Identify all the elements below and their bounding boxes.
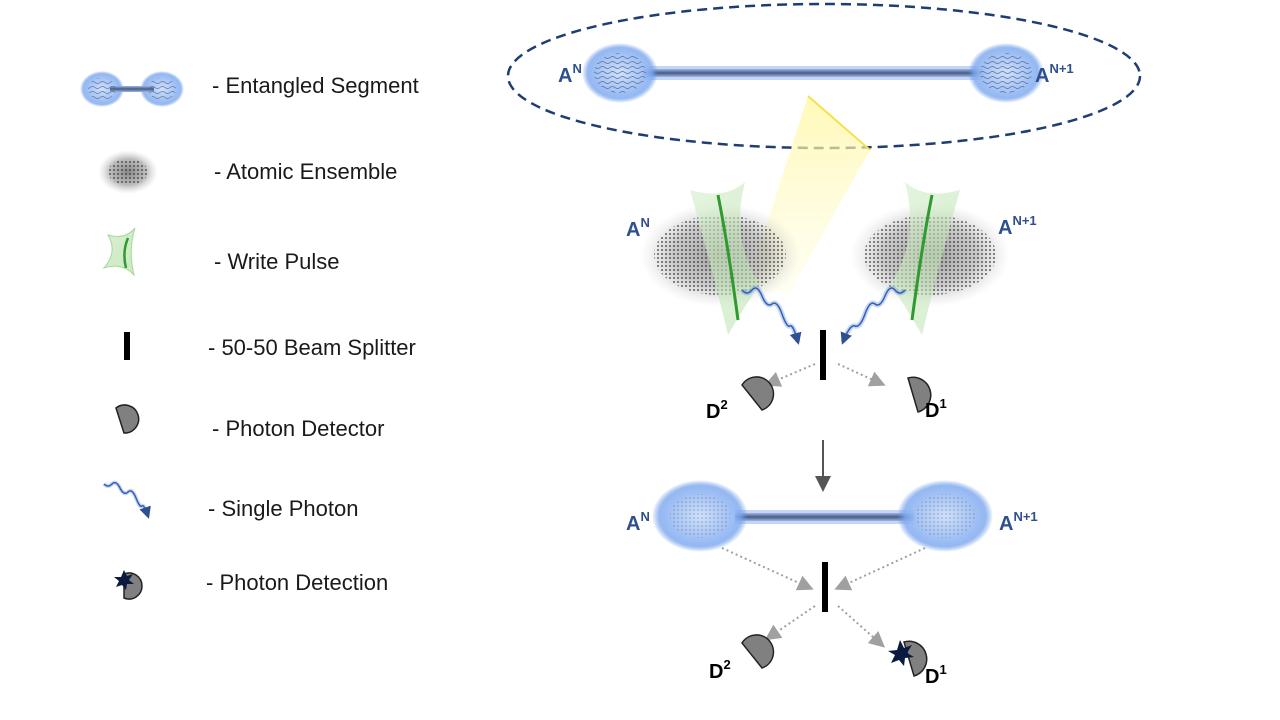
detector-d2-bottom bbox=[741, 634, 775, 669]
single-photon-right bbox=[840, 285, 907, 345]
label-mid-a-n1: AN+1 bbox=[998, 213, 1037, 239]
write-pulse-left bbox=[690, 182, 760, 335]
beam-splitter-icon bbox=[124, 332, 130, 360]
label-bottom-a-n1: AN+1 bbox=[999, 509, 1038, 535]
top-entangled-segment bbox=[582, 43, 1044, 103]
beam-splitter-bottom bbox=[822, 562, 828, 612]
photon-detection-icon bbox=[114, 570, 143, 600]
legend-label-entangled-segment: - Entangled Segment bbox=[212, 73, 419, 98]
legend-label-photon-detector: - Photon Detector bbox=[212, 416, 385, 441]
write-pulse-right bbox=[890, 182, 960, 335]
path-bottom-right-in bbox=[834, 547, 926, 591]
legend-label-single-photon: - Single Photon bbox=[208, 496, 359, 521]
label-top-a-n: AN bbox=[558, 61, 582, 87]
legend-label-write-pulse: - Write Pulse bbox=[214, 249, 340, 274]
label-mid-d1: D1 bbox=[925, 396, 947, 422]
label-mid-d2: D2 bbox=[706, 397, 728, 423]
beam-splitter-mid bbox=[820, 330, 826, 380]
legend-label-beam-splitter: - 50-50 Beam Splitter bbox=[208, 335, 416, 360]
single-photon-icon bbox=[102, 480, 151, 519]
entangled-segment-icon bbox=[80, 71, 184, 107]
write-pulse-icon bbox=[102, 227, 136, 277]
atomic-ensemble-icon bbox=[98, 150, 158, 194]
legend-label-photon-detection: - Photon Detection bbox=[206, 570, 389, 595]
split-path-mid-right bbox=[837, 363, 886, 387]
split-path-bottom-left bbox=[764, 605, 816, 641]
detector-d1-mid bbox=[907, 376, 932, 413]
detector-d2-mid bbox=[741, 376, 775, 411]
path-bottom-left-in bbox=[721, 547, 814, 591]
label-bottom-d2: D2 bbox=[709, 657, 731, 683]
label-mid-a-n: AN bbox=[626, 215, 650, 241]
label-bottom-a-n: AN bbox=[626, 509, 650, 535]
label-bottom-d1: D1 bbox=[925, 662, 947, 688]
detector-d1-bottom-detection bbox=[888, 640, 928, 677]
entanglement-dashed-ellipse bbox=[506, 2, 1142, 150]
photon-detector-icon bbox=[115, 404, 140, 434]
split-path-bottom-right bbox=[837, 605, 885, 648]
single-photon-left bbox=[740, 285, 802, 345]
label-top-a-n1: AN+1 bbox=[1035, 61, 1074, 87]
legend-label-atomic-ensemble: - Atomic Ensemble bbox=[214, 159, 398, 184]
split-path-mid-left bbox=[764, 363, 816, 387]
bottom-entangled-segment bbox=[652, 480, 993, 552]
